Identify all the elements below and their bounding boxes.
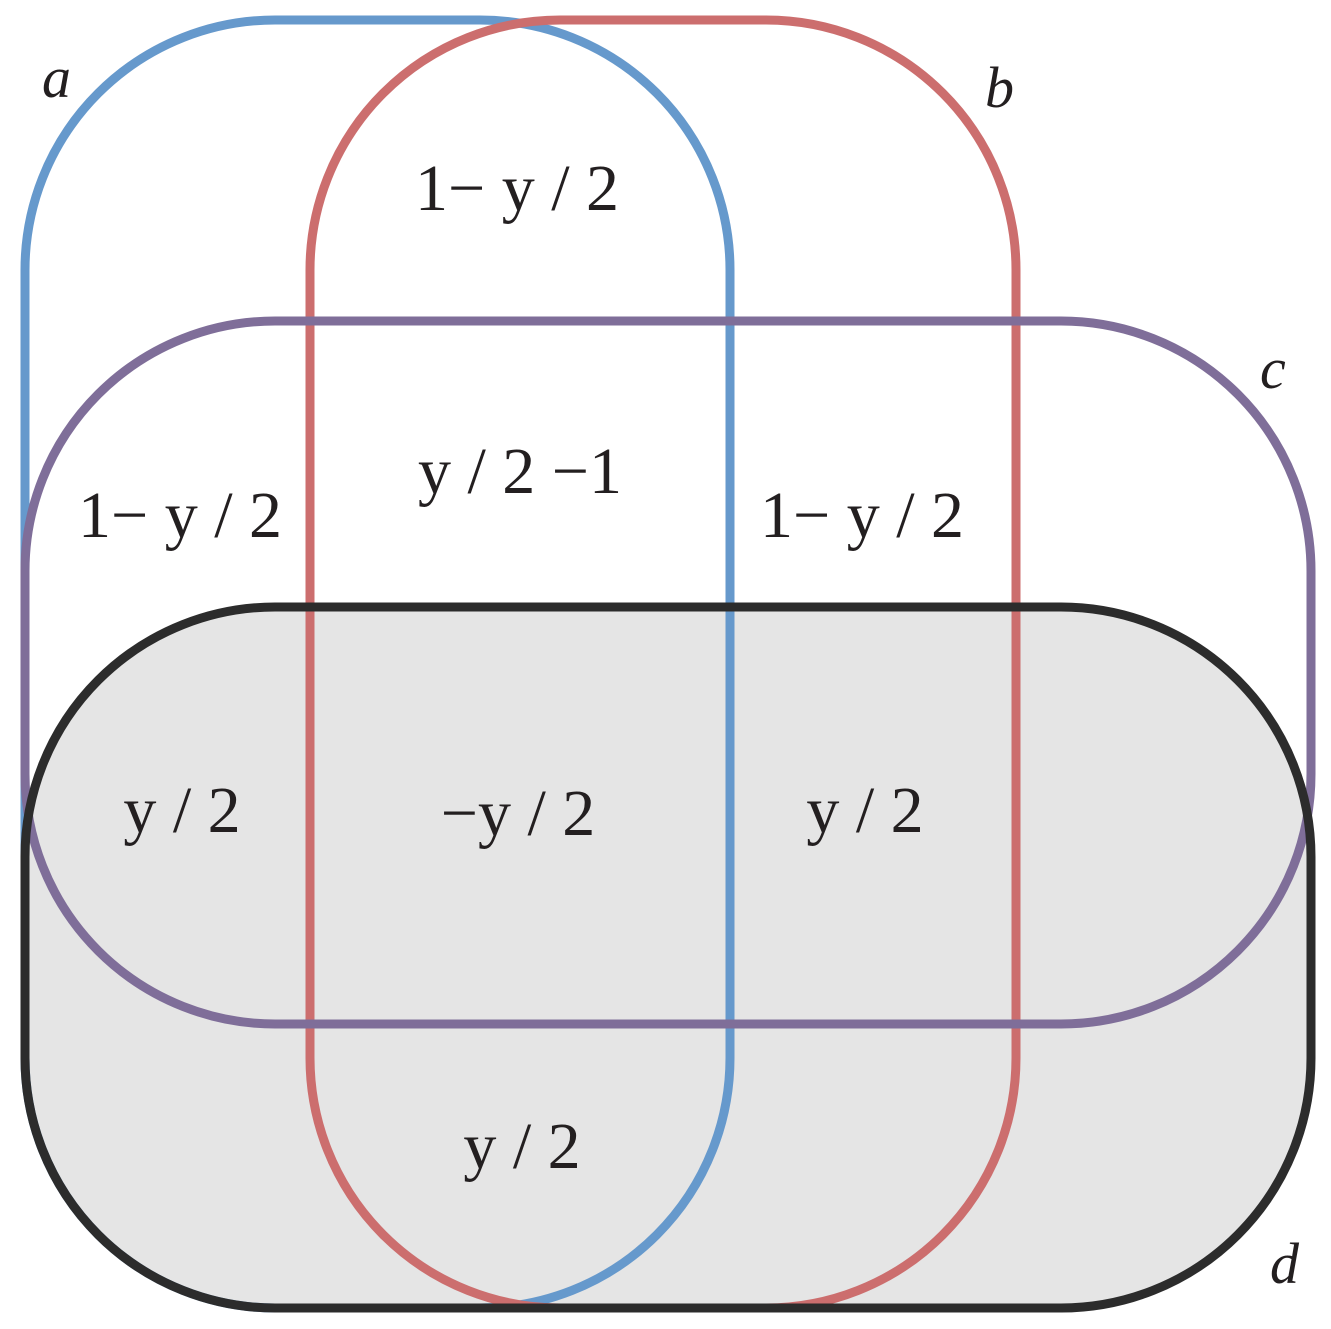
set-a-label: a [42, 45, 71, 110]
region-label-ac-left: 1− y / 2 [78, 479, 282, 552]
region-label-acd-left: y / 2 [123, 774, 240, 847]
region-label-abc: y / 2 −1 [418, 435, 622, 508]
set-d-label: d [1270, 1231, 1300, 1296]
region-label-abd-bottom: y / 2 [463, 1110, 580, 1183]
region-label-abcd-center: −y / 2 [441, 777, 596, 850]
set-d-outline [20, 602, 1316, 1313]
set-c-outline [20, 316, 1316, 1029]
set-d-fill [25, 607, 1311, 1308]
region-label-bc-right: 1− y / 2 [760, 479, 964, 552]
set-c-label: c [1260, 336, 1286, 401]
region-label-bcd-right: y / 2 [806, 774, 923, 847]
region-label-ab-top: 1− y / 2 [415, 152, 619, 225]
set-b-label: b [985, 55, 1014, 120]
